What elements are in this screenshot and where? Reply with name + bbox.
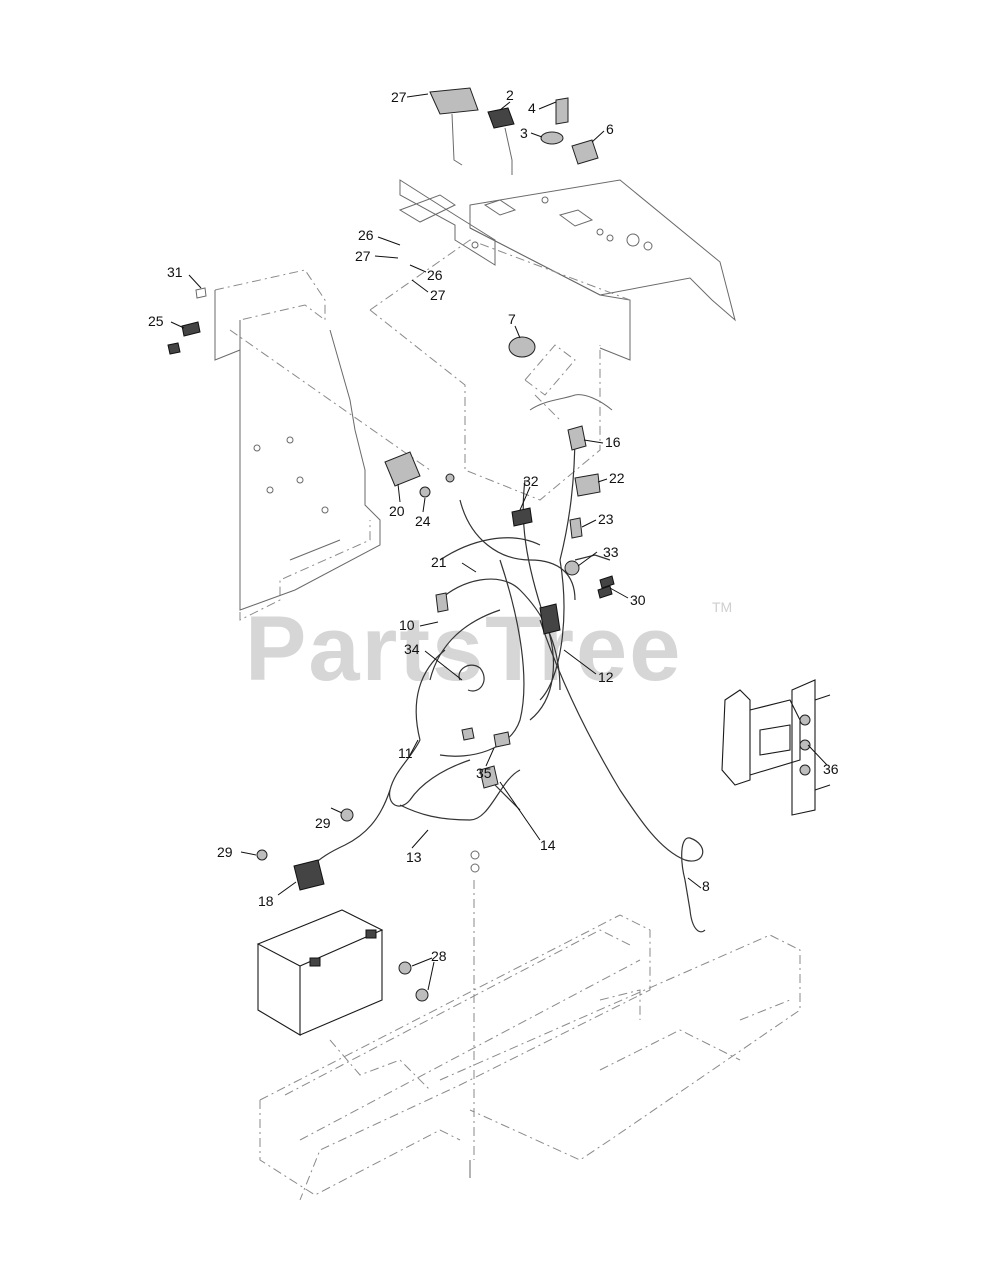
left-frame-plate <box>214 269 431 621</box>
callout-27a: 27 <box>355 248 371 264</box>
battery <box>256 909 384 1036</box>
callout-8: 8 <box>702 878 710 894</box>
watermark-text: PartsTree <box>245 598 682 700</box>
callout-32: 32 <box>523 473 539 489</box>
callout-21: 21 <box>431 554 447 570</box>
inset-detail <box>721 679 831 816</box>
callout-27b: 27 <box>430 287 446 303</box>
callout-36: 36 <box>823 761 839 777</box>
callout-labels: 27 2 4 3 6 7 26 27 26 27 31 25 16 22 23 … <box>148 87 839 964</box>
watermark: PartsTree TM <box>245 598 732 700</box>
callout-3: 3 <box>520 125 528 141</box>
callout-26b: 26 <box>427 267 443 283</box>
callout-33: 33 <box>603 544 619 560</box>
callout-14: 14 <box>540 837 556 853</box>
callout-2: 2 <box>506 87 514 103</box>
callout-29b: 29 <box>217 844 233 860</box>
callout-29a: 29 <box>315 815 331 831</box>
callout-30: 30 <box>630 592 646 608</box>
callout-16: 16 <box>605 434 621 450</box>
callout-13: 13 <box>406 849 422 865</box>
callout-31: 31 <box>167 264 183 280</box>
console-panel <box>369 179 736 501</box>
callout-10: 10 <box>399 617 415 633</box>
callout-5: 27 <box>391 89 407 105</box>
callout-20: 20 <box>389 503 405 519</box>
callout-28: 28 <box>431 948 447 964</box>
callout-4: 4 <box>528 100 536 116</box>
callout-11: 11 <box>398 745 413 761</box>
callout-18: 18 <box>258 893 274 909</box>
leader-lines <box>170 93 828 991</box>
callout-25: 25 <box>148 313 164 329</box>
frame-chassis <box>259 880 801 1201</box>
watermark-trademark: TM <box>712 599 732 615</box>
callout-6: 6 <box>606 121 614 137</box>
callout-35: 35 <box>476 765 492 781</box>
callout-22: 22 <box>609 470 625 486</box>
callout-34: 34 <box>404 641 420 657</box>
components <box>167 87 615 1002</box>
callout-7: 7 <box>508 311 516 327</box>
callout-24: 24 <box>415 513 431 529</box>
callout-12: 12 <box>598 669 614 685</box>
callout-23: 23 <box>598 511 614 527</box>
mounting-bracket <box>398 179 496 266</box>
callout-26a: 26 <box>358 227 374 243</box>
